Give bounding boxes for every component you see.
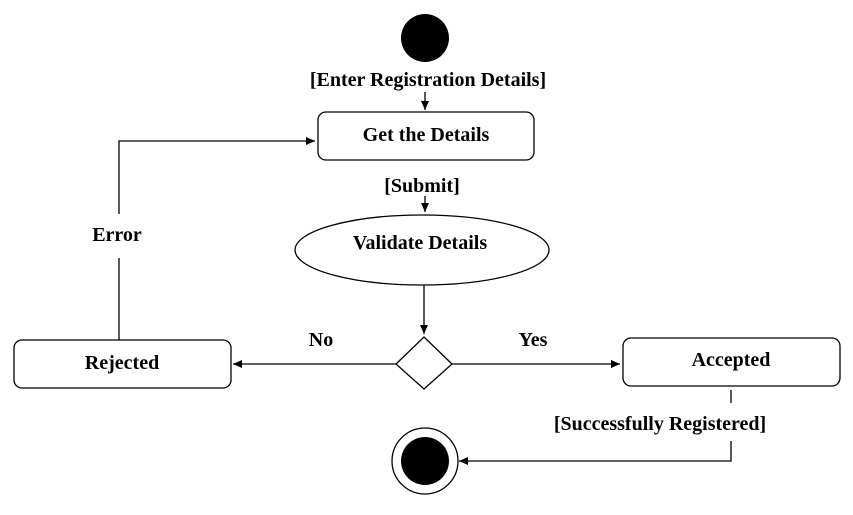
guard-submit: [Submit] [384, 175, 460, 197]
edge-label-error: Error [92, 224, 142, 246]
edge-label-yes: Yes [519, 329, 548, 351]
edge-label-no: No [309, 329, 333, 351]
action-accepted-label: Accepted [692, 349, 771, 371]
action-get-details-label: Get the Details [363, 124, 490, 146]
action-get-details [317, 111, 535, 161]
action-validate-details [294, 214, 550, 286]
action-accepted [622, 337, 841, 387]
edge-error-upper [118, 137, 315, 214]
guard-successfully-registered: [Successfully Registered] [554, 413, 766, 435]
guard-enter-registration: [Enter Registration Details] [310, 69, 546, 91]
final-node-core [401, 437, 449, 485]
edge-accepted-to-final [459, 441, 732, 465]
action-rejected [13, 339, 232, 389]
action-rejected-label: Rejected [85, 352, 159, 374]
action-validate-details-label: Validate Details [353, 232, 487, 254]
initial-node [401, 14, 449, 62]
decision-node [395, 336, 453, 390]
